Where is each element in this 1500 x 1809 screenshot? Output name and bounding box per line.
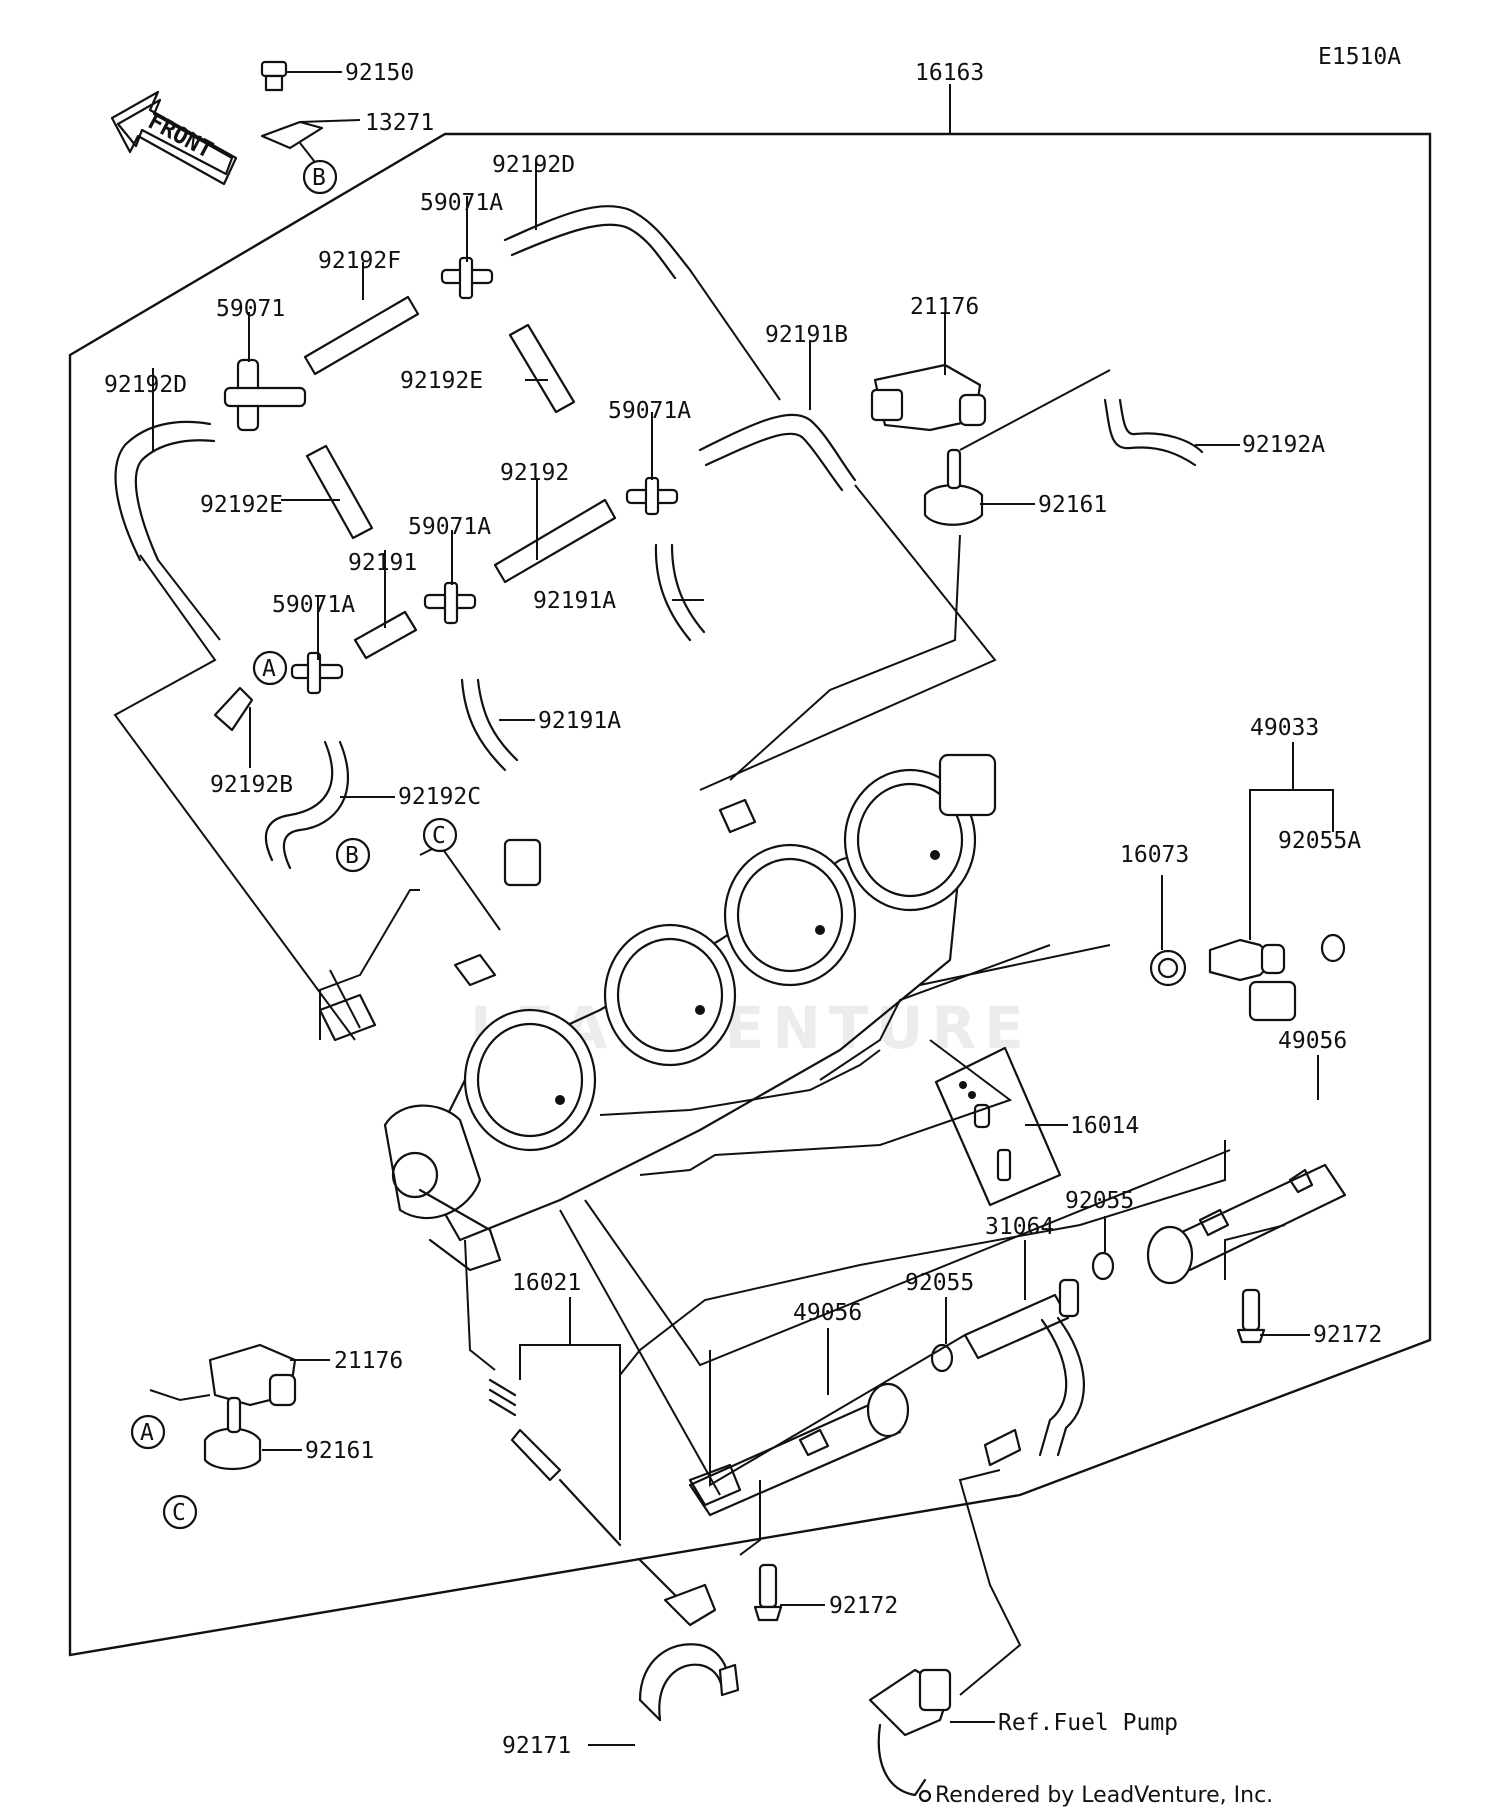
label-92171: 92171 [502, 1733, 571, 1759]
svg-text:C: C [432, 823, 446, 849]
label-92191A-2: 92191A [538, 708, 621, 734]
oring-92055A [1320, 933, 1346, 963]
front-arrow-icon: FRONT [110, 90, 238, 186]
cross-59071 [223, 358, 307, 432]
circle-ref-b-mid: B [335, 837, 371, 873]
label-16021: 16021 [512, 1270, 581, 1296]
label-92192A: 92192A [1242, 432, 1325, 458]
hose-92192D-left [114, 420, 212, 562]
tee-59071A-left [290, 651, 344, 695]
hose-92191A-lower [460, 678, 507, 772]
oring-92055-upper [1091, 1251, 1115, 1281]
label-92192D-top: 92192D [492, 152, 575, 178]
label-leaders [152, 84, 1334, 1746]
label-92192B: 92192B [210, 772, 293, 798]
seal-92161-bottom [203, 1396, 262, 1470]
label-ref-fuel-pump: Ref.Fuel Pump [998, 1710, 1178, 1736]
label-92172-bottom: 92172 [829, 1593, 898, 1619]
circle-ref-a-bottom: A [130, 1414, 166, 1450]
ring-16073 [1149, 949, 1187, 987]
tee-59071A-center [423, 581, 477, 625]
label-31064: 31064 [985, 1214, 1054, 1240]
clamp-92171 [638, 1643, 740, 1722]
label-92161-bottom: 92161 [305, 1438, 374, 1464]
label-92055A: 92055A [1278, 828, 1361, 854]
credit-marker-icon [918, 1789, 932, 1803]
label-21176-top: 21176 [910, 294, 979, 320]
throttle-body-assembly [318, 753, 997, 1272]
svg-text:A: A [262, 656, 276, 682]
svg-text:A: A [140, 1420, 154, 1446]
credit-text: Rendered by LeadVenture, Inc. [935, 1783, 1273, 1808]
label-49056-left: 49056 [793, 1300, 862, 1326]
diagram-code: E1510A [1318, 44, 1401, 70]
fuel-rail-49056-left [688, 1382, 910, 1517]
label-16014: 16014 [1070, 1113, 1139, 1139]
screw-92172-right [1236, 1288, 1266, 1344]
label-92191A-1: 92191A [533, 588, 616, 614]
label-92192D-left: 92192D [104, 372, 187, 398]
label-92191: 92191 [348, 550, 417, 576]
label-59071A-4: 59071A [272, 592, 355, 618]
sensor-21176-top [870, 363, 987, 432]
svg-text:B: B [345, 843, 359, 869]
assembly-frame [68, 132, 1432, 1657]
label-92192E-1: 92192E [200, 492, 283, 518]
label-92192F: 92192F [318, 248, 401, 274]
label-92172-right: 92172 [1313, 1322, 1382, 1348]
oring-92055-lower [930, 1343, 954, 1373]
hose-92192C [264, 740, 334, 862]
hose-92192D-top [503, 205, 692, 272]
tube-92192E-left [305, 444, 374, 540]
circle-ref-a-mid: A [252, 650, 288, 686]
fuel-rail-49056-right [1146, 1163, 1347, 1285]
tube-92191 [353, 610, 418, 660]
sensor-21176-bottom [208, 1343, 297, 1407]
label-13271: 13271 [365, 110, 434, 136]
circle-ref-c-bottom: C [162, 1494, 198, 1530]
label-92150: 92150 [345, 60, 414, 86]
fuel-pump-connector [868, 1668, 952, 1797]
label-59071A-3: 59071A [408, 514, 491, 540]
circle-ref-c-mid: C [422, 817, 458, 853]
label-49056-right: 49056 [1278, 1028, 1347, 1054]
label-49033: 49033 [1250, 715, 1319, 741]
label-92192E-2: 92192E [400, 368, 483, 394]
cable-set-16021 [488, 1378, 717, 1627]
label-92161-top: 92161 [1038, 492, 1107, 518]
cap-92192B [213, 686, 254, 732]
label-92192C: 92192C [398, 784, 481, 810]
fitting-31064 [963, 1278, 1085, 1457]
hose-92191B [698, 413, 857, 482]
label-92192: 92192 [500, 460, 569, 486]
label-59071A-1: 59071A [420, 190, 503, 216]
tube-92192 [493, 498, 617, 584]
tube-92192F [303, 295, 420, 376]
screw-set-16014 [934, 1046, 1062, 1207]
hose-92191A-upper [654, 543, 692, 642]
hose-stub [983, 1428, 1022, 1467]
label-59071A-2: 59071A [608, 398, 691, 424]
seal-92161-top [923, 448, 984, 526]
bolt-92150 [260, 60, 288, 92]
label-16163: 16163 [915, 60, 984, 86]
hose-92192A [1103, 398, 1197, 467]
circle-ref-b-top: B [302, 159, 338, 195]
svg-text:C: C [172, 1500, 186, 1526]
tee-59071A-top [440, 256, 494, 300]
plate-13271 [260, 120, 324, 150]
tee-59071A-mid [625, 476, 679, 516]
label-92191B: 92191B [765, 322, 848, 348]
leader-lines [113, 269, 1286, 1696]
tube-92192E-right [508, 323, 576, 414]
screw-92172-bottom [753, 1563, 783, 1622]
label-21176-bottom: 21176 [334, 1348, 403, 1374]
injector-49033 [1208, 938, 1297, 1022]
label-92055-1: 92055 [1065, 1188, 1134, 1214]
svg-text:B: B [312, 165, 326, 191]
label-59071: 59071 [216, 296, 285, 322]
label-92055-2: 92055 [905, 1270, 974, 1296]
label-16073: 16073 [1120, 842, 1189, 868]
